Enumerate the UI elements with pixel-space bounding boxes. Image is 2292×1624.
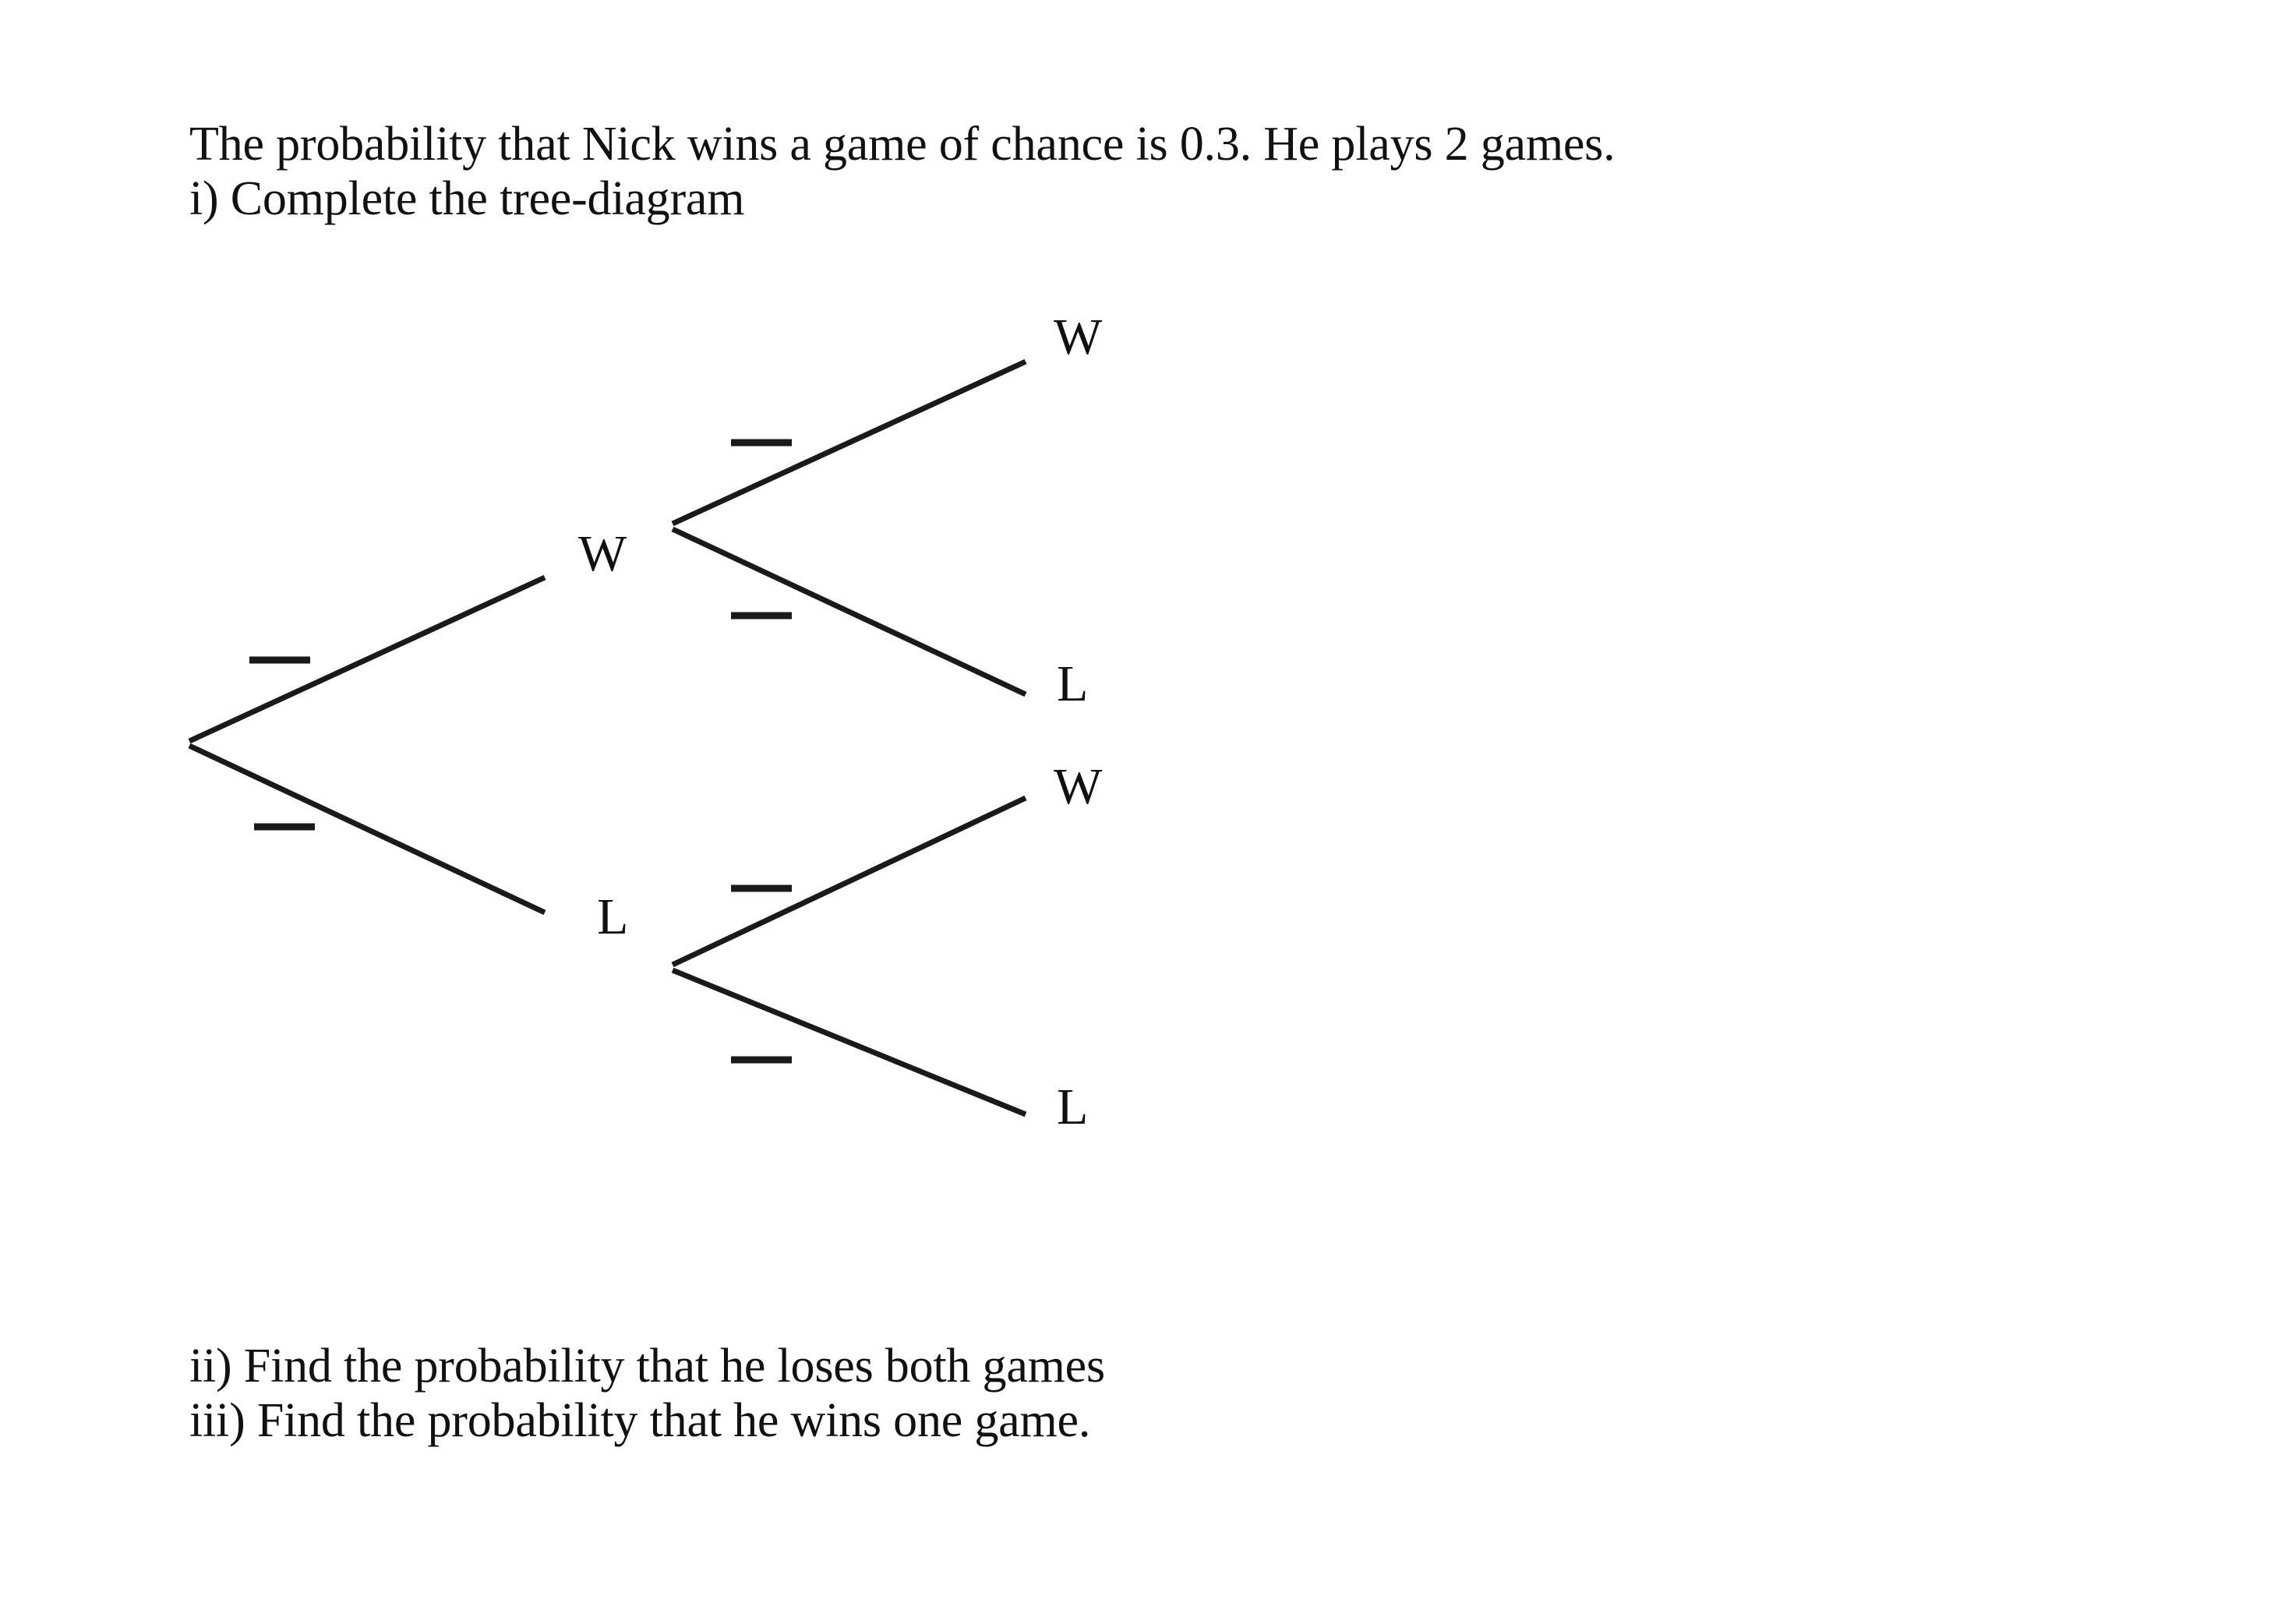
questions-text-block: ii) Find the probability that he loses b…	[189, 1339, 1105, 1448]
intro-line-2: i) Complete the tree-diagram	[189, 172, 745, 226]
tree-leaf-wl: L	[1057, 655, 1089, 712]
tree-leaf-lw: W	[1054, 758, 1103, 815]
branch-w-to-ww	[671, 358, 1027, 527]
branch-l-to-lw	[671, 795, 1027, 968]
tree-leaf-ww: W	[1054, 309, 1103, 365]
question-line-ii: ii) Find the probability that he loses b…	[189, 1340, 1105, 1393]
question-line-iii: iii) Find the probability that he wins o…	[189, 1394, 1091, 1448]
branch-root-to-l	[188, 743, 546, 916]
branch-l-to-ll	[671, 967, 1027, 1117]
tree-leaf-ll: L	[1057, 1079, 1089, 1135]
branch-w-to-wl	[671, 526, 1027, 697]
tree-node-l-level1: L	[597, 888, 629, 945]
tree-node-w-level1: W	[578, 525, 627, 582]
intro-line-1: The probability that Nick wins a game of…	[189, 118, 1616, 171]
intro-text-block: The probability that Nick wins a game of…	[189, 117, 1616, 226]
branch-root-to-w	[188, 574, 546, 744]
